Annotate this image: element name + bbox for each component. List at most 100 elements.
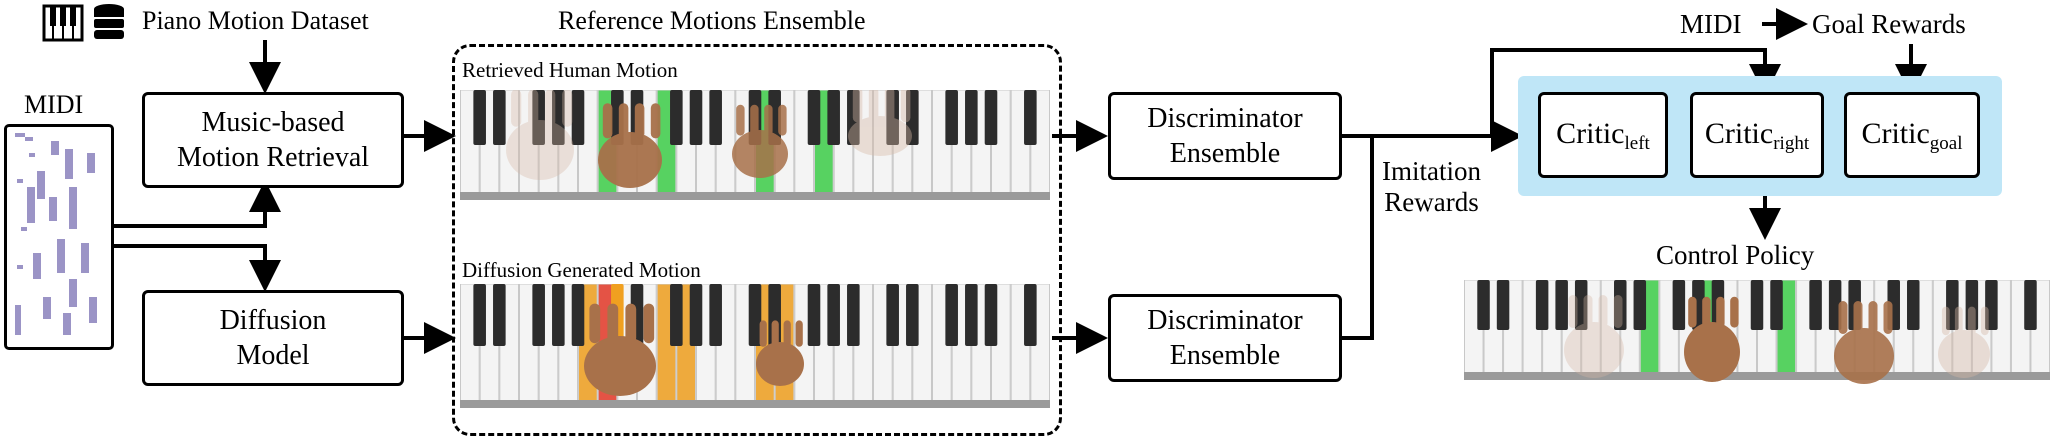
black-key — [1574, 280, 1588, 330]
black-key — [689, 90, 703, 145]
imitation-line1: Imitation — [1382, 156, 1481, 186]
hand-palm — [584, 336, 656, 396]
hand-finger — [1583, 295, 1593, 328]
generated-motion-keyboard — [460, 284, 1050, 408]
black-key — [709, 284, 722, 346]
black-key — [984, 284, 998, 346]
critic-right-base: Critic — [1704, 116, 1774, 150]
black-key — [1477, 280, 1490, 330]
hand-palm — [1834, 328, 1894, 384]
black-key — [1828, 280, 1842, 330]
hand-finger — [1967, 306, 1976, 336]
critic-goal-base: Critic — [1861, 116, 1930, 150]
midi-note — [87, 153, 95, 173]
midi-note — [69, 279, 77, 307]
retrieved-motion-label: Retrieved Human Motion — [462, 58, 678, 82]
hand-finger — [625, 303, 637, 344]
retrieval-line1: Music-based — [201, 107, 345, 138]
black-key — [1024, 90, 1037, 145]
midi-label: MIDI — [24, 90, 84, 119]
hand-finger — [1954, 306, 1963, 336]
black-key — [965, 90, 978, 145]
black-key — [493, 90, 506, 145]
hand-palm — [1564, 322, 1624, 378]
hand-finger — [783, 320, 791, 347]
hand-shape — [1684, 296, 1740, 382]
black-key — [945, 284, 958, 346]
black-key — [473, 284, 486, 346]
hand-shape — [506, 90, 574, 180]
midi-note — [21, 227, 27, 231]
black-key — [984, 90, 998, 145]
midi-note — [89, 297, 97, 323]
midi-note — [81, 243, 89, 273]
hand-palm — [756, 342, 804, 386]
hand-finger — [884, 90, 895, 123]
critic-right-box: Criticright — [1690, 92, 1824, 178]
hand-shape — [848, 90, 912, 156]
hand-finger — [511, 90, 522, 127]
hand-palm — [732, 130, 788, 178]
keyboard-front-edge — [460, 192, 1050, 200]
midi-roll — [4, 124, 114, 350]
black-key — [1024, 284, 1037, 346]
hand-finger — [545, 90, 556, 127]
hand-shape — [756, 320, 804, 386]
midi-note — [51, 141, 59, 155]
critic-left-box: Criticleft — [1538, 92, 1668, 178]
diffusion-line2: Model — [236, 340, 310, 371]
dataset-label: Piano Motion Dataset — [142, 6, 369, 35]
hand-shape — [1564, 295, 1624, 378]
midi-note — [43, 297, 51, 319]
black-key — [886, 284, 899, 346]
midi-note — [29, 153, 35, 157]
black-key — [1555, 280, 1568, 330]
black-key — [886, 90, 899, 145]
black-key — [670, 284, 683, 346]
piano-icon — [42, 4, 84, 42]
hand-palm — [848, 116, 912, 156]
black-key — [1809, 280, 1822, 330]
hand-finger — [1941, 306, 1950, 336]
black-key — [709, 90, 722, 145]
critic-left-base: Critic — [1556, 116, 1625, 150]
black-key — [945, 90, 958, 145]
black-key — [1672, 280, 1686, 330]
midi-note — [27, 187, 35, 223]
midi-note — [65, 149, 73, 179]
black-key — [2024, 280, 2037, 330]
black-key — [571, 90, 585, 145]
hand-finger — [528, 90, 539, 127]
hand-shape — [732, 104, 788, 178]
black-key — [847, 284, 860, 346]
hand-finger — [900, 90, 911, 123]
black-key — [532, 90, 545, 145]
black-key — [847, 90, 860, 145]
critic-left-sub: left — [1624, 132, 1650, 154]
hand-shape — [1834, 301, 1894, 384]
midi-note — [57, 239, 65, 273]
midi-note — [15, 305, 21, 335]
black-key — [906, 284, 919, 346]
hand-finger — [1702, 296, 1711, 328]
hand-finger — [562, 90, 573, 127]
hand-finger — [1838, 301, 1848, 334]
midi-note — [25, 137, 33, 141]
imitation-line2: Rewards — [1384, 187, 1479, 218]
critic-goal-box: Criticgoal — [1844, 92, 1980, 178]
black-key — [1965, 280, 1979, 330]
midi-note — [37, 171, 45, 199]
generated-motion-label: Diffusion Generated Motion — [462, 258, 701, 282]
hand-finger — [650, 103, 661, 139]
black-key — [1907, 280, 1920, 330]
black-key — [689, 284, 703, 346]
hand-finger — [750, 104, 759, 136]
midi-note — [63, 313, 71, 335]
black-key — [748, 284, 762, 346]
goal-rewards-label: Goal Rewards — [1812, 9, 1966, 39]
black-key — [1496, 280, 1510, 330]
